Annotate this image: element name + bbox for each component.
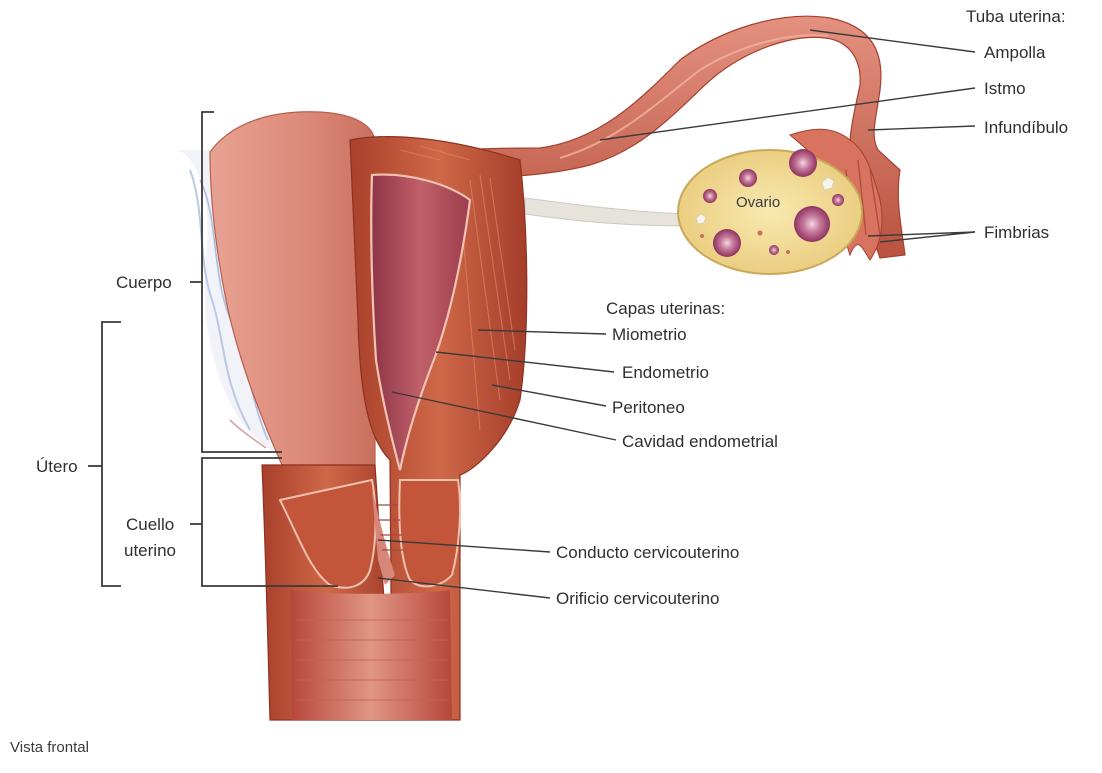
label-cavidad-endometrial: Cavidad endometrial [622,432,778,451]
uterus-body [210,112,375,465]
label-cuello-line2: uterino [124,541,176,560]
label-conducto-cervicouterino: Conducto cervicouterino [556,543,739,562]
caption-vista-frontal: Vista frontal [10,739,89,756]
cervix-vagina [262,465,460,720]
label-miometrio: Miometrio [612,325,687,344]
label-cuerpo: Cuerpo [116,273,172,292]
ovary-label: Ovario [736,194,780,211]
label-capas-uterinas: Capas uterinas: [606,299,725,318]
ovarian-ligament [525,198,690,226]
label-fimbrias: Fimbrias [984,223,1049,242]
label-peritoneo: Peritoneo [612,398,685,417]
label-istmo: Istmo [984,79,1026,98]
label-ampolla: Ampolla [984,43,1046,62]
label-orificio-cervicouterino: Orificio cervicouterino [556,589,719,608]
label-infundibulo: Infundíbulo [984,118,1068,137]
label-tuba-uterina: Tuba uterina: [966,7,1066,26]
label-cuello-line1: Cuello [126,515,174,534]
label-endometrio: Endometrio [622,363,709,382]
ovary: Ovario [678,149,862,274]
label-utero: Útero [36,457,78,476]
